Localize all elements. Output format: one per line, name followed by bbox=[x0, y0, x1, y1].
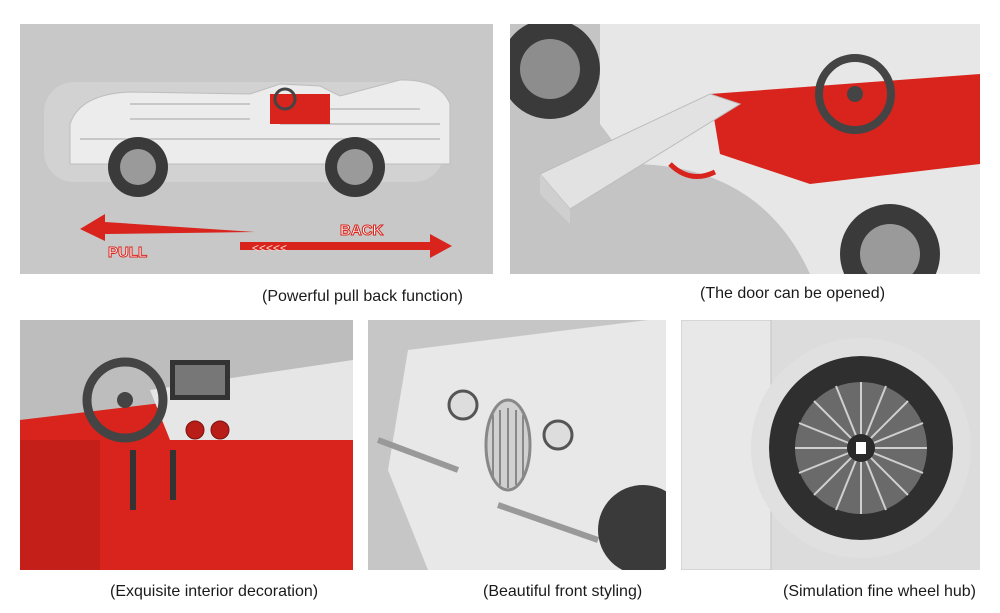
car-side-photo: <<<<< PULL BACK bbox=[20, 24, 493, 274]
pull-label: PULL bbox=[108, 244, 147, 261]
car-door-photo bbox=[510, 24, 980, 274]
wheel-hub-photo bbox=[681, 320, 980, 570]
back-label: BACK bbox=[340, 222, 383, 239]
caption-door: (The door can be opened) bbox=[700, 285, 886, 302]
caption-interior: (Exquisite interior decoration) bbox=[110, 583, 319, 600]
caption-front: (Beautiful front styling) bbox=[483, 583, 643, 600]
panel-pull-back: <<<<< PULL BACK bbox=[20, 24, 493, 274]
car-interior-photo bbox=[20, 320, 353, 570]
caption-wheel: (Simulation fine wheel hub) bbox=[783, 583, 976, 600]
panel-door bbox=[510, 24, 980, 274]
panel-interior bbox=[20, 320, 353, 570]
panel-wheel bbox=[681, 320, 980, 570]
car-front-photo bbox=[368, 320, 666, 570]
caption-pull-back: (Powerful pull back function) bbox=[262, 288, 463, 305]
panel-front bbox=[368, 320, 666, 570]
svg-text:<<<<<: <<<<< bbox=[252, 241, 287, 255]
